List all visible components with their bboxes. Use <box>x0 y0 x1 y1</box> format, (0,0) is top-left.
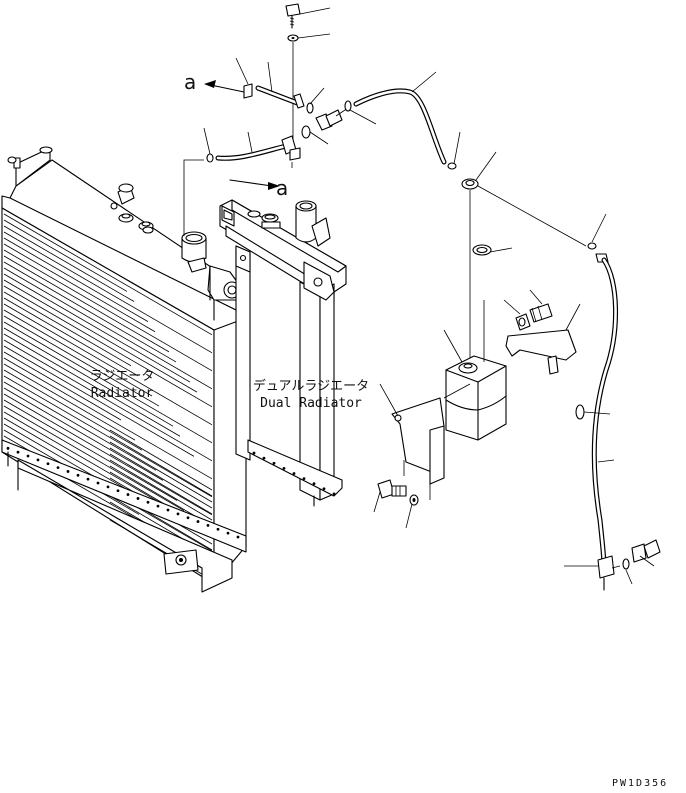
radiator-label-jp: ラジエータ <box>89 369 155 384</box>
radiator-label: ラジエータ Radiator <box>72 368 172 402</box>
dual-radiator-label: デュアルラジエータ Dual Radiator <box>248 378 374 412</box>
arrow-a-middle <box>229 179 280 190</box>
dual-radiator <box>219 199 347 507</box>
overflow-hose <box>344 71 587 360</box>
radiator <box>1 146 249 593</box>
plate-bolt <box>373 479 419 529</box>
arrow-a-top <box>204 80 245 93</box>
dual-radiator-label-en: Dual Radiator <box>260 396 362 411</box>
arrow-a-top-letter: a <box>184 70 197 94</box>
arrow-a-middle-letter: a <box>276 176 289 200</box>
reservoir-tank <box>443 300 507 441</box>
bracket-bolt <box>503 289 553 331</box>
mounting-plate <box>379 383 471 500</box>
drawing-number: PW1D356 <box>612 778 669 789</box>
drain-hose <box>564 213 661 591</box>
radiator-label-en: Radiator <box>90 386 154 401</box>
dual-radiator-label-jp: デュアルラジエータ <box>252 379 370 394</box>
tank-bracket <box>505 303 581 375</box>
top-bolt-assembly <box>142 3 349 236</box>
